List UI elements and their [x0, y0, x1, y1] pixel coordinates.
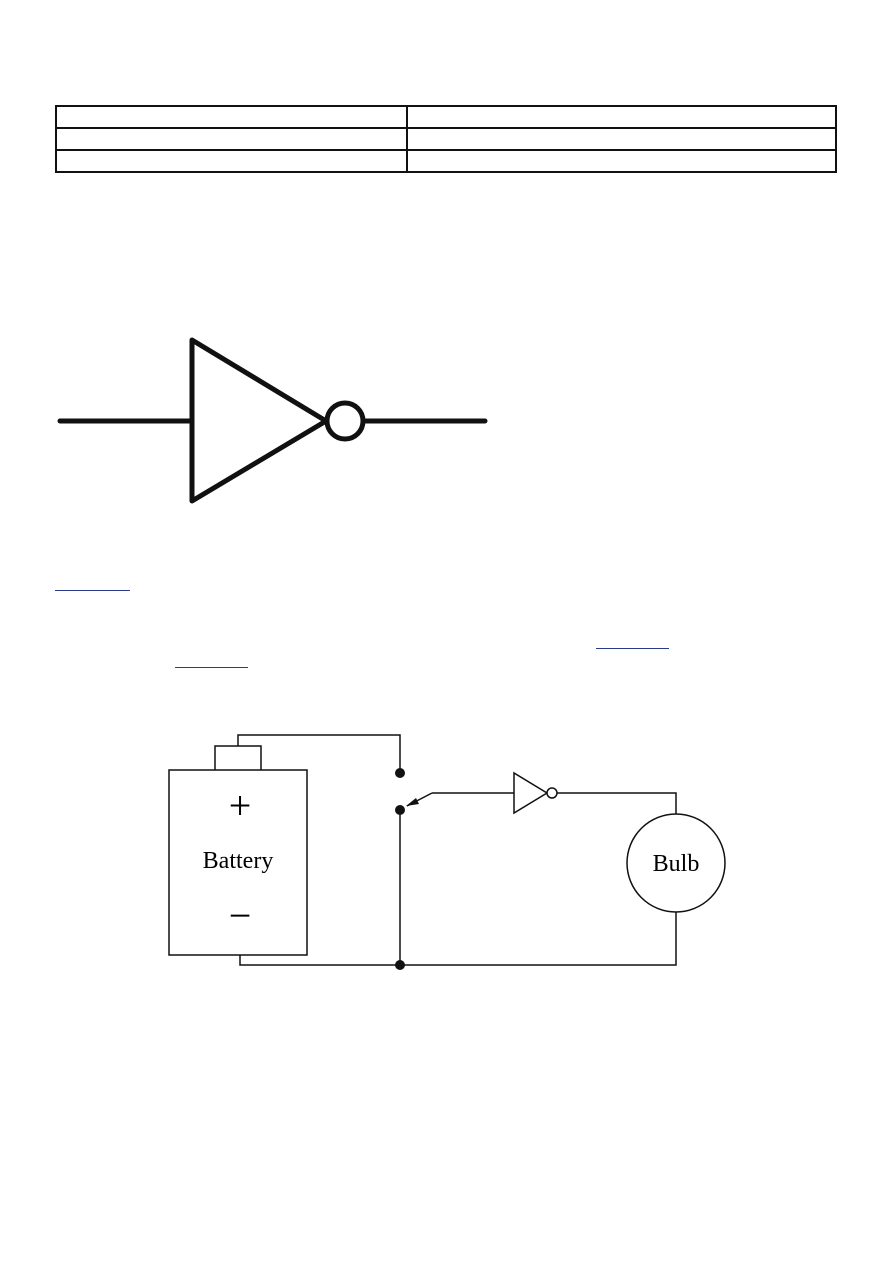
battery-body	[168, 769, 308, 956]
link-underline[interactable]	[55, 590, 130, 591]
battery-plus-sign: +	[229, 783, 252, 828]
bulb	[626, 813, 726, 913]
switch-contact-bottom	[395, 805, 405, 815]
table-cell	[55, 149, 408, 173]
table-cell	[406, 127, 837, 151]
battery-label: Battery	[203, 848, 274, 874]
wire-bottom	[239, 912, 677, 966]
table-cell	[406, 105, 837, 129]
blank-table	[55, 105, 837, 173]
link-underline[interactable]	[175, 667, 248, 668]
not-gate-bubble	[324, 400, 366, 442]
table-row	[55, 149, 837, 173]
switch-lever-arrowhead	[406, 798, 419, 806]
battery-minus-sign: −	[229, 893, 252, 938]
table-cell	[406, 149, 837, 173]
switch-contact-top	[395, 768, 405, 778]
battery-terminal	[214, 745, 262, 772]
table-cell	[55, 127, 408, 151]
table-row	[55, 105, 837, 129]
circuit-not-gate-bubble	[546, 787, 558, 799]
table-row	[55, 127, 837, 151]
wire-top	[237, 734, 401, 772]
table-cell	[55, 105, 408, 129]
wire-to-bulb	[557, 792, 677, 814]
bulb-label: Bulb	[653, 851, 700, 877]
circuit-not-gate-triangle	[513, 771, 549, 815]
junction-dot	[395, 960, 405, 970]
not-gate-triangle	[189, 337, 329, 504]
link-underline[interactable]	[596, 648, 669, 649]
not-gate-symbol	[57, 337, 488, 504]
circuit-diagram: + Battery − Bulb	[168, 734, 726, 970]
